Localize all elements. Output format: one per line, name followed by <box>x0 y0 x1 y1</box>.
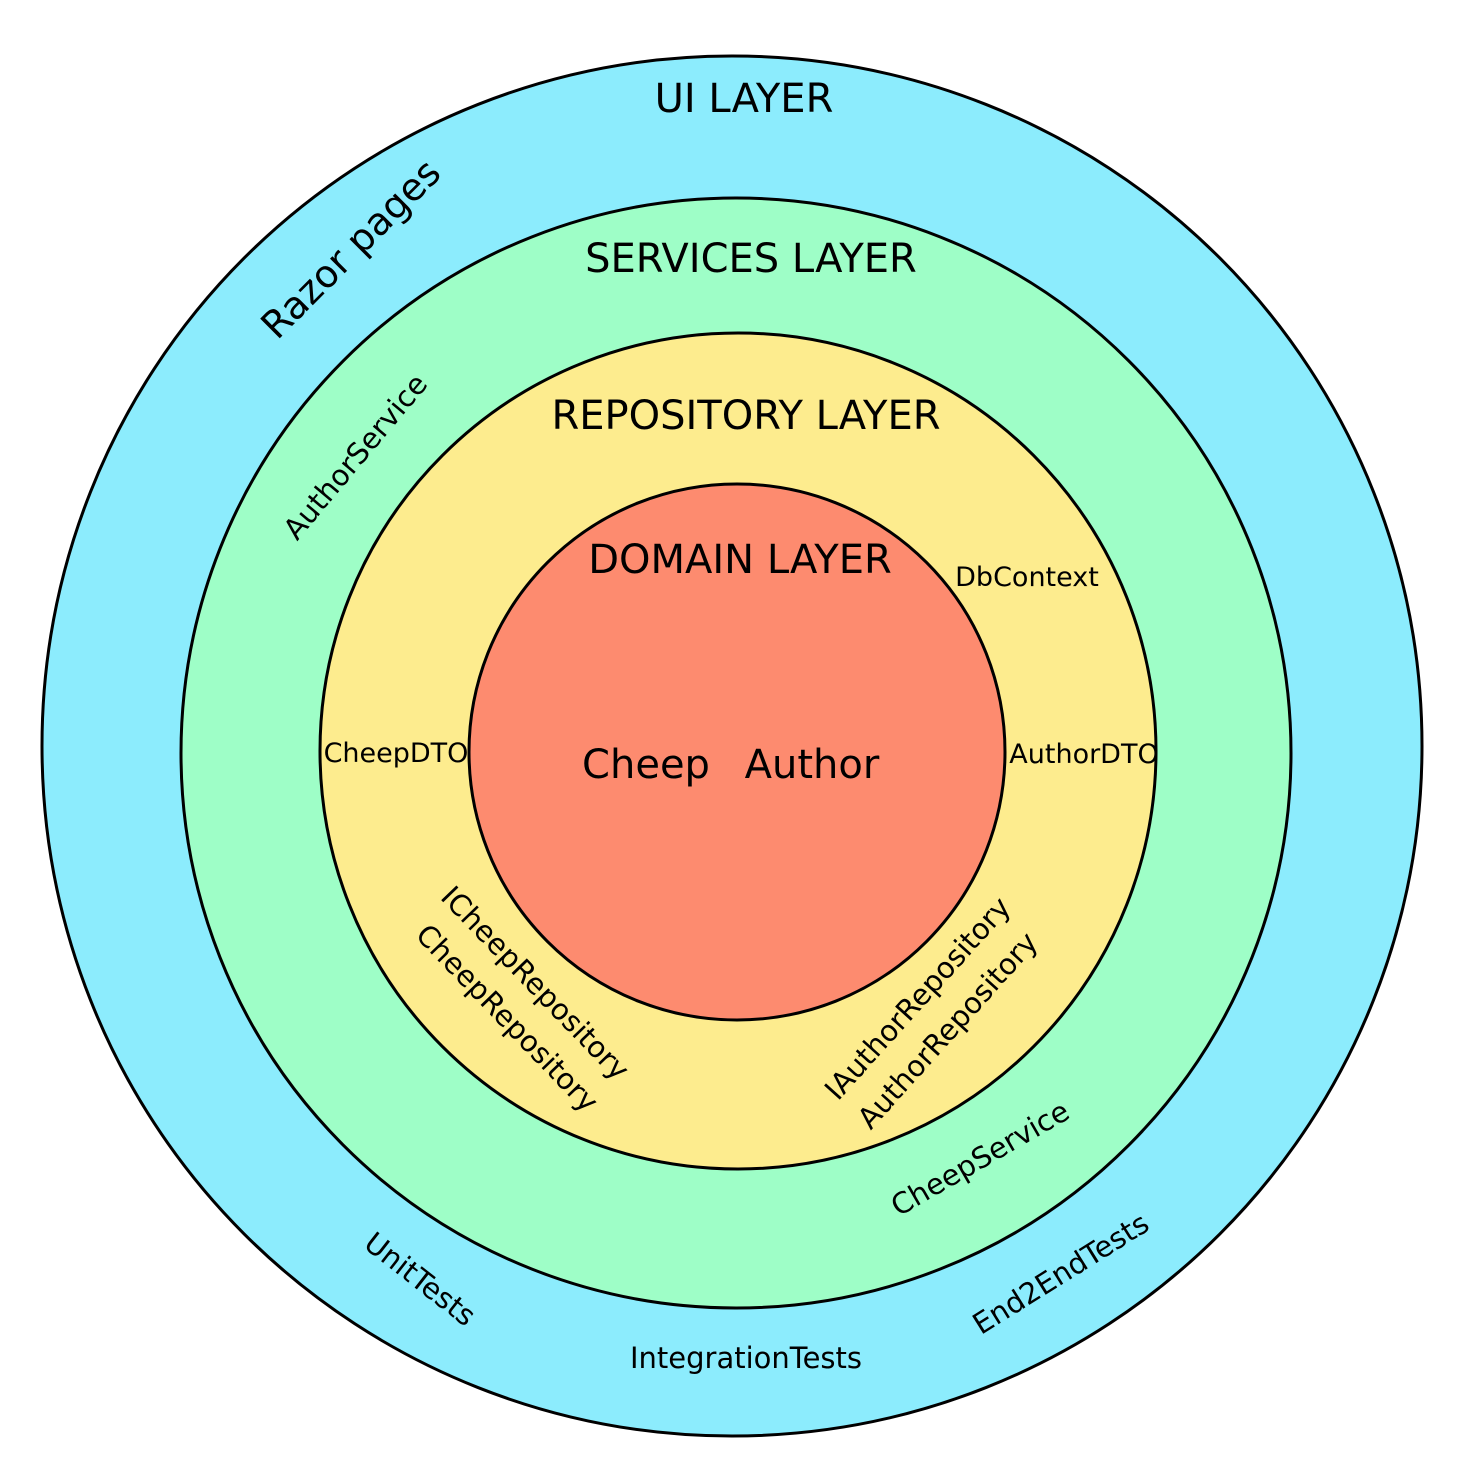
repository-layer-title: REPOSITORY LAYER <box>551 393 940 439</box>
ui-layer-title: UI LAYER <box>655 76 834 122</box>
author-entity-label: Author <box>745 742 880 788</box>
integration-tests-label: IntegrationTests <box>630 1341 862 1375</box>
services-layer-title: SERVICES LAYER <box>585 236 917 282</box>
cheep-entity-label: Cheep <box>582 742 710 788</box>
cheep-dto-label: CheepDTO <box>324 738 469 769</box>
author-dto-label: AuthorDTO <box>1009 739 1158 770</box>
db-context-label: DbContext <box>955 562 1099 593</box>
domain-layer-core <box>467 482 1007 1022</box>
domain-layer-title: DOMAIN LAYER <box>588 537 892 583</box>
